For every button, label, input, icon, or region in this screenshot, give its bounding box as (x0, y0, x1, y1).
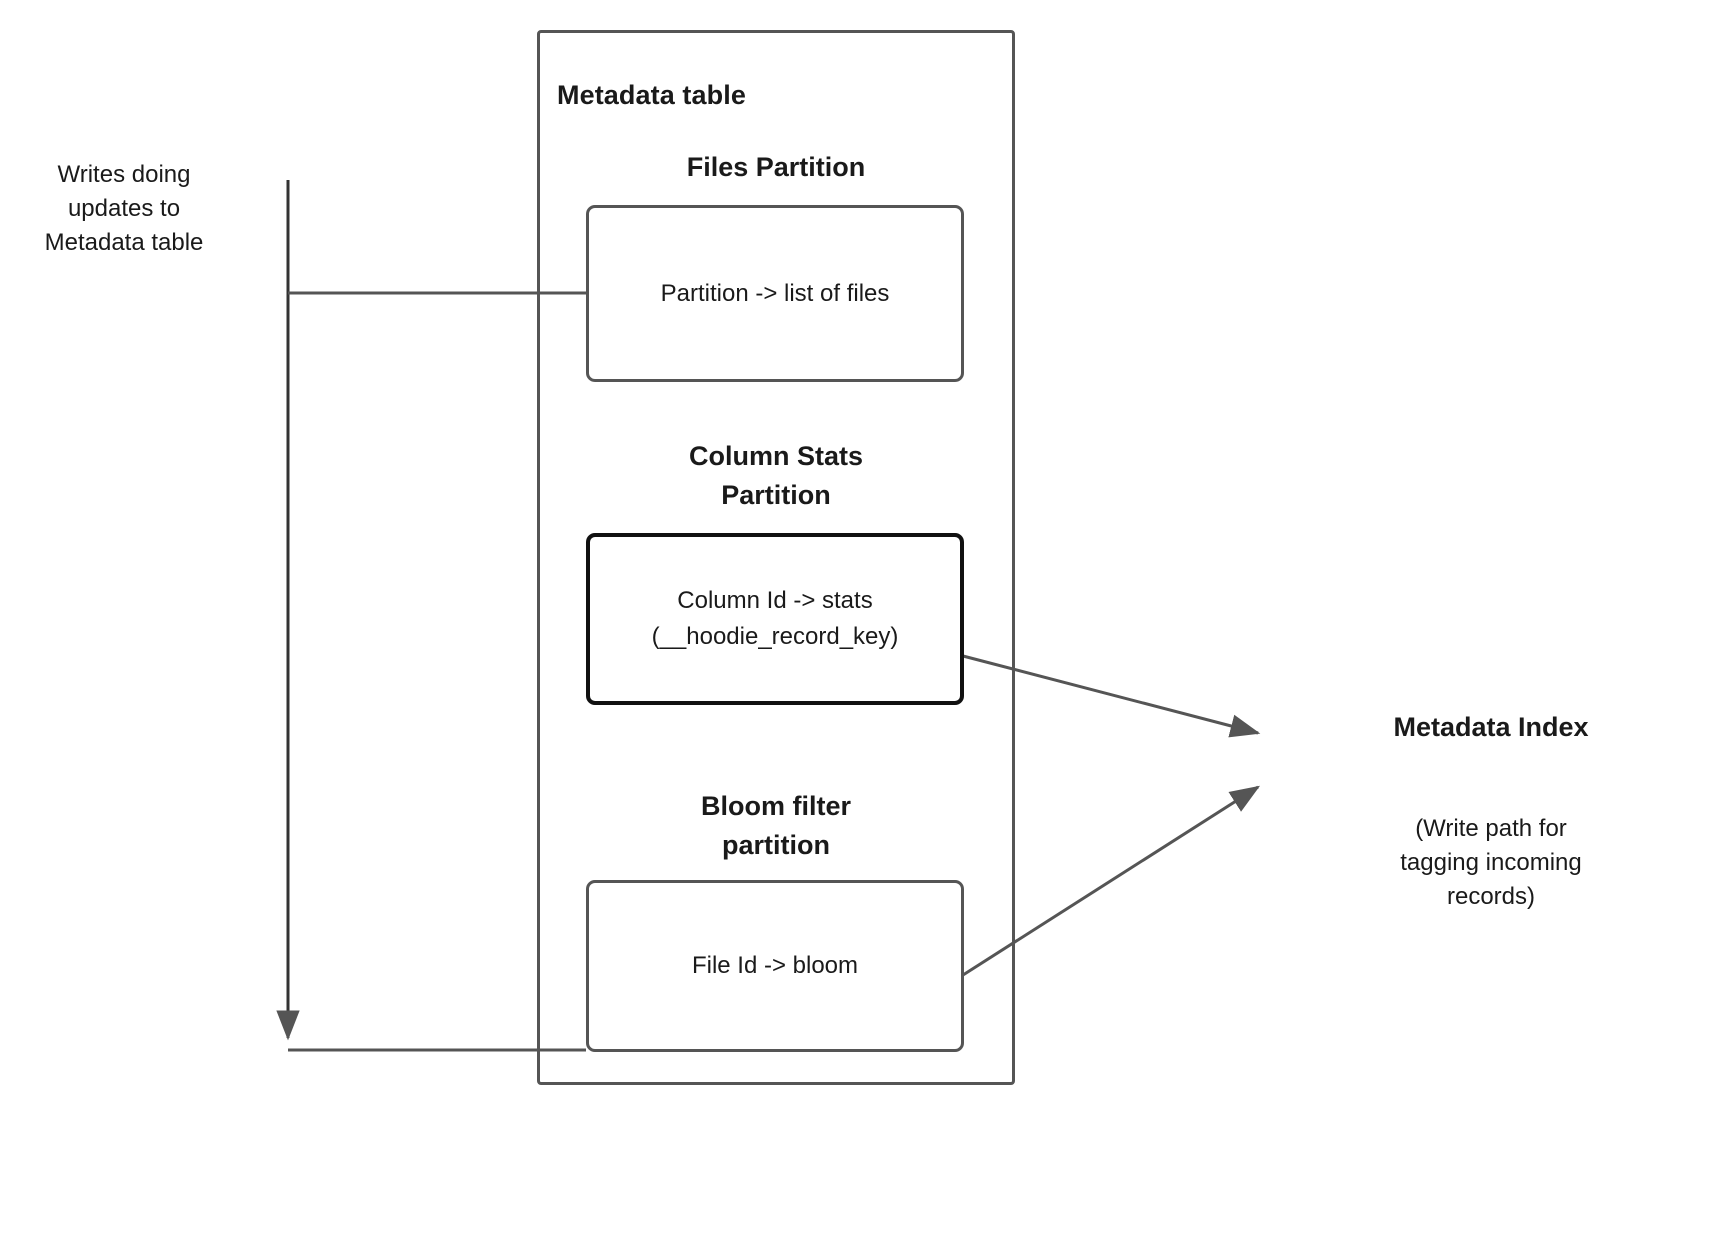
bloom-filter-heading-line-1: Bloom filter (700, 791, 851, 821)
column-stats-box-text: Column Id -> stats (__hoodie_record_key) (652, 583, 899, 655)
column-stats-box-line-2: (__hoodie_record_key) (651, 623, 899, 650)
files-partition-heading-line-1: Files Partition (686, 152, 866, 182)
files-partition-box-text: Partition -> list of files (661, 276, 890, 312)
metadata-index-caption-line-1: (Write path for (1415, 815, 1567, 842)
bloom-filter-partition-heading: Bloom filter partition (576, 787, 976, 865)
column-stats-heading-line-2: Partition (721, 480, 831, 511)
column-stats-partition-heading: Column Stats Partition (576, 437, 976, 515)
writes-annotation-label: Writes doing updates to Metadata table (14, 158, 234, 260)
bloom-filter-heading-line-2: partition (722, 830, 830, 861)
files-partition-box: Partition -> list of files (586, 205, 964, 382)
writes-annotation-line-2: updates to (67, 195, 181, 223)
metadata-index-title: Metadata Index (1393, 712, 1589, 742)
files-partition-box-line-1: Partition -> list of files (660, 279, 890, 307)
metadata-index-caption-line-2: tagging incoming (1400, 849, 1582, 877)
column-stats-partition-box: Column Id -> stats (__hoodie_record_key) (586, 533, 964, 705)
column-stats-box-line-1: Column Id -> stats (677, 587, 873, 614)
writes-annotation-line-3: Metadata table (44, 229, 204, 257)
bloom-filter-box-line-1: File Id -> bloom (691, 952, 859, 979)
metadata-index-caption: (Write path for tagging incoming records… (1296, 812, 1686, 914)
bloom-filter-partition-box: File Id -> bloom (586, 880, 964, 1052)
metadata-table-container (537, 30, 1015, 1085)
files-partition-heading: Files Partition (576, 148, 976, 187)
metadata-table-title: Metadata table (557, 80, 746, 110)
bloom-filter-box-text: File Id -> bloom (692, 948, 858, 984)
column-stats-heading-line-1: Column Stats (688, 441, 863, 471)
metadata-index-caption-line-3: records) (1446, 883, 1536, 911)
writes-annotation-line-1: Writes doing (57, 161, 191, 188)
